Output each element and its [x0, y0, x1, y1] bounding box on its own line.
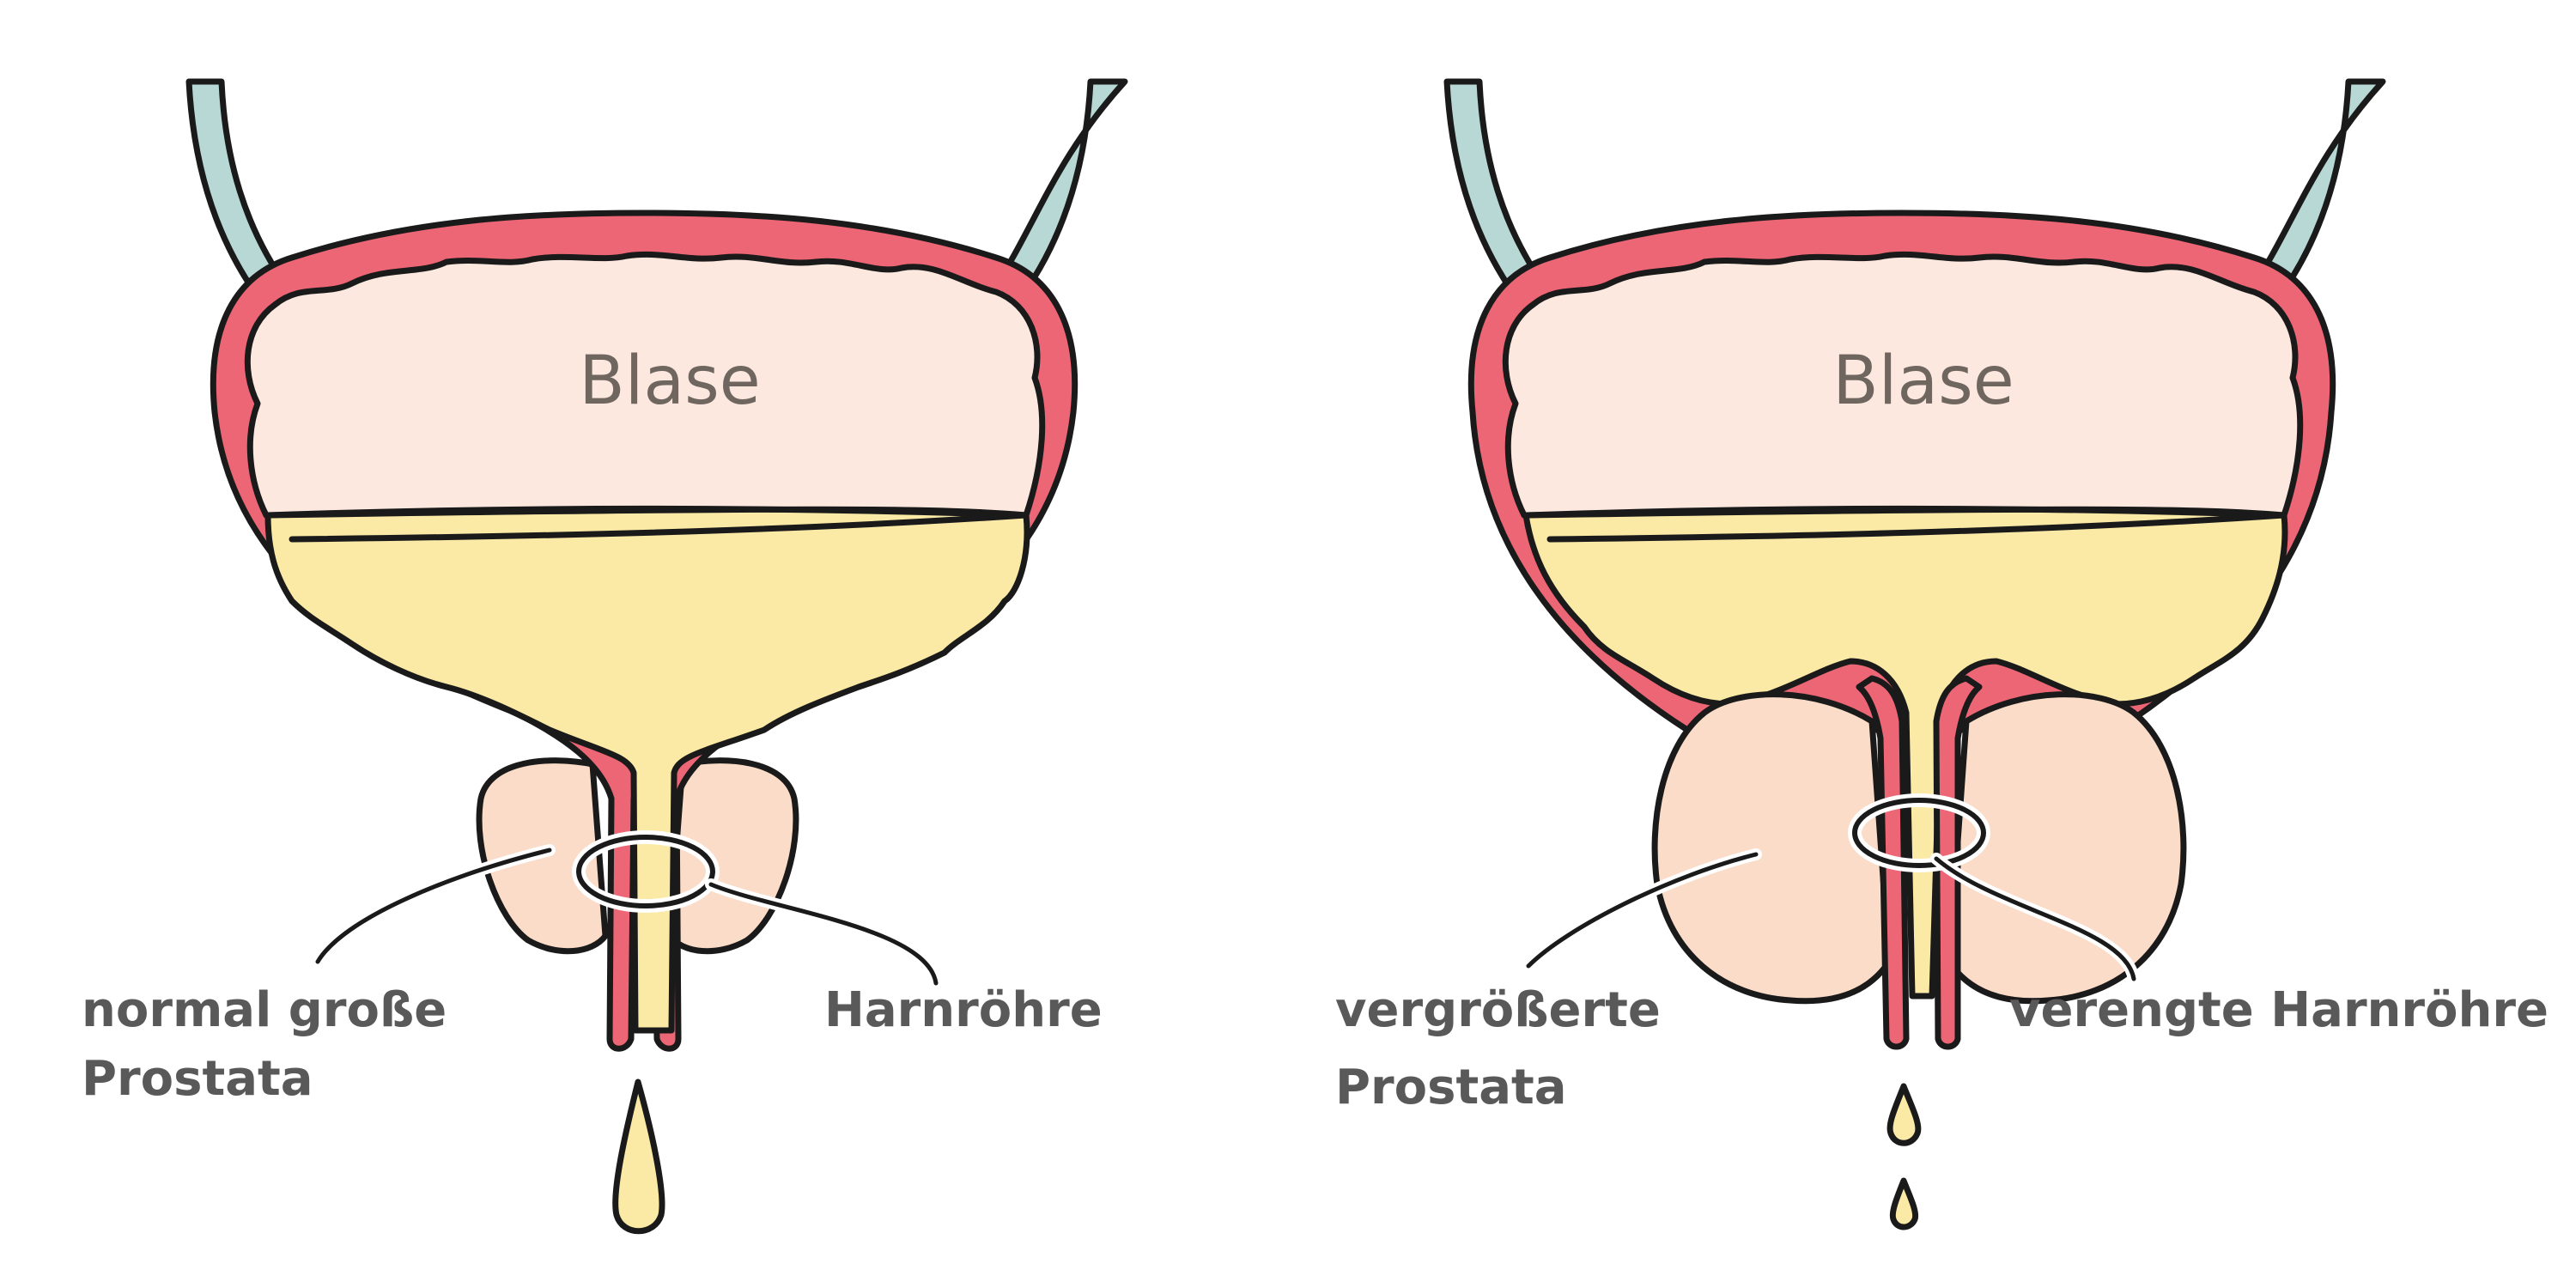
prostate-label-line2: Prostata: [1335, 1060, 1567, 1115]
urine-drop: [612, 1078, 665, 1235]
normal-prostate-right-lobe: [666, 757, 799, 955]
bladder-title: Blase: [1832, 343, 2014, 420]
prostate-label-line1: normal große: [82, 982, 447, 1038]
urethra-leader-line: [1934, 856, 2136, 981]
urethra-leader-line: [708, 882, 939, 986]
urethra-constriction-ring-outline: [1852, 798, 1986, 868]
bladder-cavity: [244, 251, 1046, 519]
urethra-label: Harnröhre: [824, 982, 1103, 1038]
urine-surface: [1522, 506, 2287, 543]
urine-drop-small: [1886, 1083, 1922, 1146]
panel-enlarged: Blase vergrößerte Prostata verengte Harn…: [1335, 78, 2549, 1230]
panel-normal: Blase normal große Prostata Harnröhre: [82, 78, 1128, 1235]
bladder-title: Blase: [579, 343, 761, 420]
prostate-leader-line: [1526, 852, 1759, 969]
enlarged-prostate-right-lobe: [1946, 691, 2187, 1005]
urethra-label: verengte Harnröhre: [2009, 982, 2549, 1038]
prostate-label-line2: Prostata: [82, 1051, 313, 1107]
urethra-constriction-ring-outline: [576, 835, 715, 908]
urine-drop-small: [1889, 1177, 1919, 1230]
prostate-leader-line: [315, 848, 552, 964]
prostate-label-line1: vergrößerte: [1335, 982, 1661, 1038]
narrowed-urethra-left-wall: [1856, 675, 1910, 1050]
bladder-cavity: [1502, 251, 2304, 519]
urine-surface: [264, 506, 1030, 543]
